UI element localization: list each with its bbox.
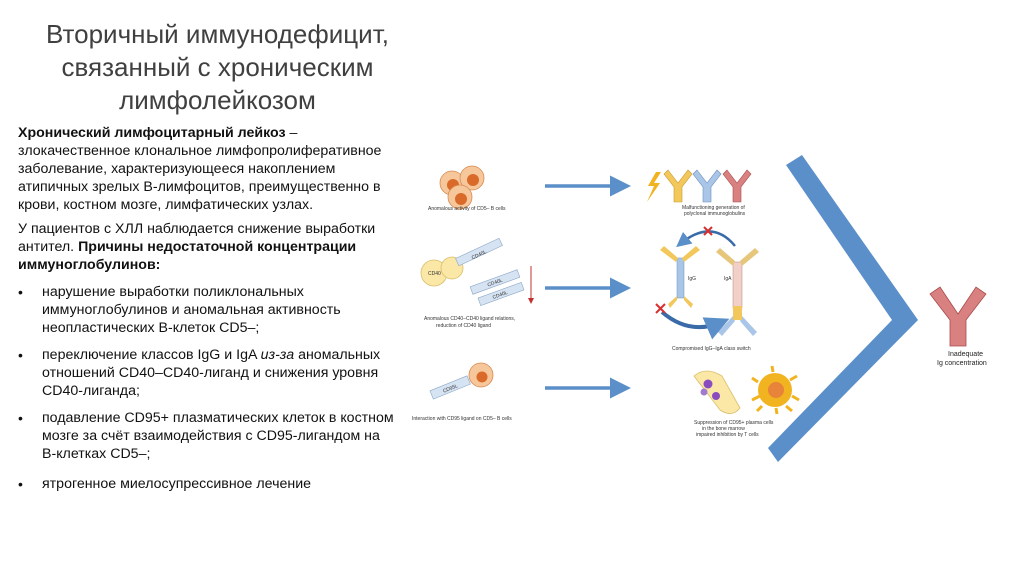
row2-left-label-b: reduction of CD40 ligand bbox=[436, 323, 491, 329]
bullet-text-post: аномальных отношений CD40–CD40-лиганд и … bbox=[42, 347, 381, 399]
body-text: Хронический лимфоцитарный лейкоз – злока… bbox=[18, 124, 396, 502]
iga-label: IgA bbox=[724, 276, 732, 282]
row3-right-label-a: Suppression of CD95+ plasma cells bbox=[694, 420, 774, 426]
bullet-text-italic: из-за bbox=[260, 347, 295, 363]
cd95-cell-illustration: CD95L bbox=[429, 362, 494, 400]
cd40l-label-c: CD40L bbox=[492, 290, 509, 301]
slide-title: Вторичный иммунодефицит, связанный с хро… bbox=[20, 18, 415, 117]
cd40-label: CD40 bbox=[428, 271, 441, 277]
bullet-text: ятрогенное миелосупрессивное лечение bbox=[42, 476, 312, 492]
bullet-item: нарушение выработки поликлональных иммун… bbox=[18, 283, 396, 337]
row3-left-label: Interaction with CD95 ligand on CD5– B c… bbox=[412, 416, 512, 422]
title-line-1: Вторичный иммунодефицит, bbox=[46, 19, 389, 49]
cd40-cell-illustration: CD40 bbox=[420, 256, 464, 287]
row1-right-label-a: Malfunctioning generation of bbox=[682, 205, 745, 211]
cd40l-label-b: CD40L bbox=[487, 277, 504, 288]
definition-paragraph: Хронический лимфоцитарный лейкоз – злока… bbox=[18, 124, 396, 214]
bullet-text-pre: переключение классов IgG и IgA bbox=[42, 347, 261, 363]
igg-antibody-illustration: IgG bbox=[660, 246, 700, 308]
switch-arrow-top bbox=[676, 230, 736, 248]
t-cell-illustration bbox=[751, 365, 800, 415]
switch-arrow-bottom bbox=[660, 310, 730, 340]
iga-antibody-illustration: IgA bbox=[716, 248, 759, 336]
cd95-label: CD95L bbox=[442, 383, 459, 394]
definition-dash: – bbox=[285, 125, 298, 141]
intro-bold: Причины недостаточной концентрации иммун… bbox=[18, 239, 357, 273]
plasma-cell-illustration bbox=[693, 370, 741, 414]
title-line-2: связанный с хроническим bbox=[61, 52, 374, 82]
cd40-ligand-bars: CD40L CD40L CD40L bbox=[455, 237, 525, 307]
bullet-item: переключение классов IgG и IgA из-за ано… bbox=[18, 346, 396, 400]
bullet-text: нарушение выработки поликлональных иммун… bbox=[42, 284, 341, 336]
igg-label: IgG bbox=[688, 276, 696, 282]
intro-paragraph: У пациентов с ХЛЛ наблюдается снижение в… bbox=[18, 220, 396, 274]
result-label-line1: Inadequate bbox=[948, 351, 983, 358]
cd40l-label-a: CD40L bbox=[471, 249, 488, 261]
result-antibody-icon bbox=[929, 286, 987, 347]
bullet-text: подавление CD95+ плазматических клеток в… bbox=[42, 410, 394, 462]
bullet-item: ятрогенное миелосупрессивное лечение bbox=[18, 475, 396, 493]
cd5-b-cells-illustration bbox=[439, 165, 485, 210]
definition-term: Хронический лимфоцитарный лейкоз bbox=[18, 125, 286, 141]
row2-left-label-a: Anomalous CD40–CD40 ligand relations, bbox=[424, 316, 515, 322]
intro-text: У пациентов с ХЛЛ наблюдается снижение в… bbox=[18, 221, 376, 255]
row2-right-label: Compromised IgG–IgA class switch bbox=[672, 346, 751, 352]
row1-right-label-b: polyclonal immunoglobulins bbox=[684, 211, 746, 217]
bullet-item: подавление CD95+ плазматических клеток в… bbox=[18, 409, 396, 463]
row3-right-label-c: impaired inhibition by T cells bbox=[696, 432, 759, 438]
row1-left-label: Anomalous activity of CD5– B cells bbox=[428, 206, 506, 212]
definition-text: злокачественное клональное лимфопролифер… bbox=[18, 143, 382, 213]
block-cross-icon-top bbox=[703, 226, 713, 236]
polyclonal-antibodies-illustration bbox=[663, 169, 752, 203]
block-cross-icon-bottom bbox=[655, 303, 666, 314]
title-line-3: лимфолейкозом bbox=[119, 85, 316, 115]
result-label-line2: Ig concentration bbox=[937, 360, 987, 367]
lightning-icon bbox=[647, 172, 661, 202]
convergence-chevron bbox=[768, 155, 918, 462]
row3-right-label-b: in the bone marrow bbox=[702, 426, 745, 432]
